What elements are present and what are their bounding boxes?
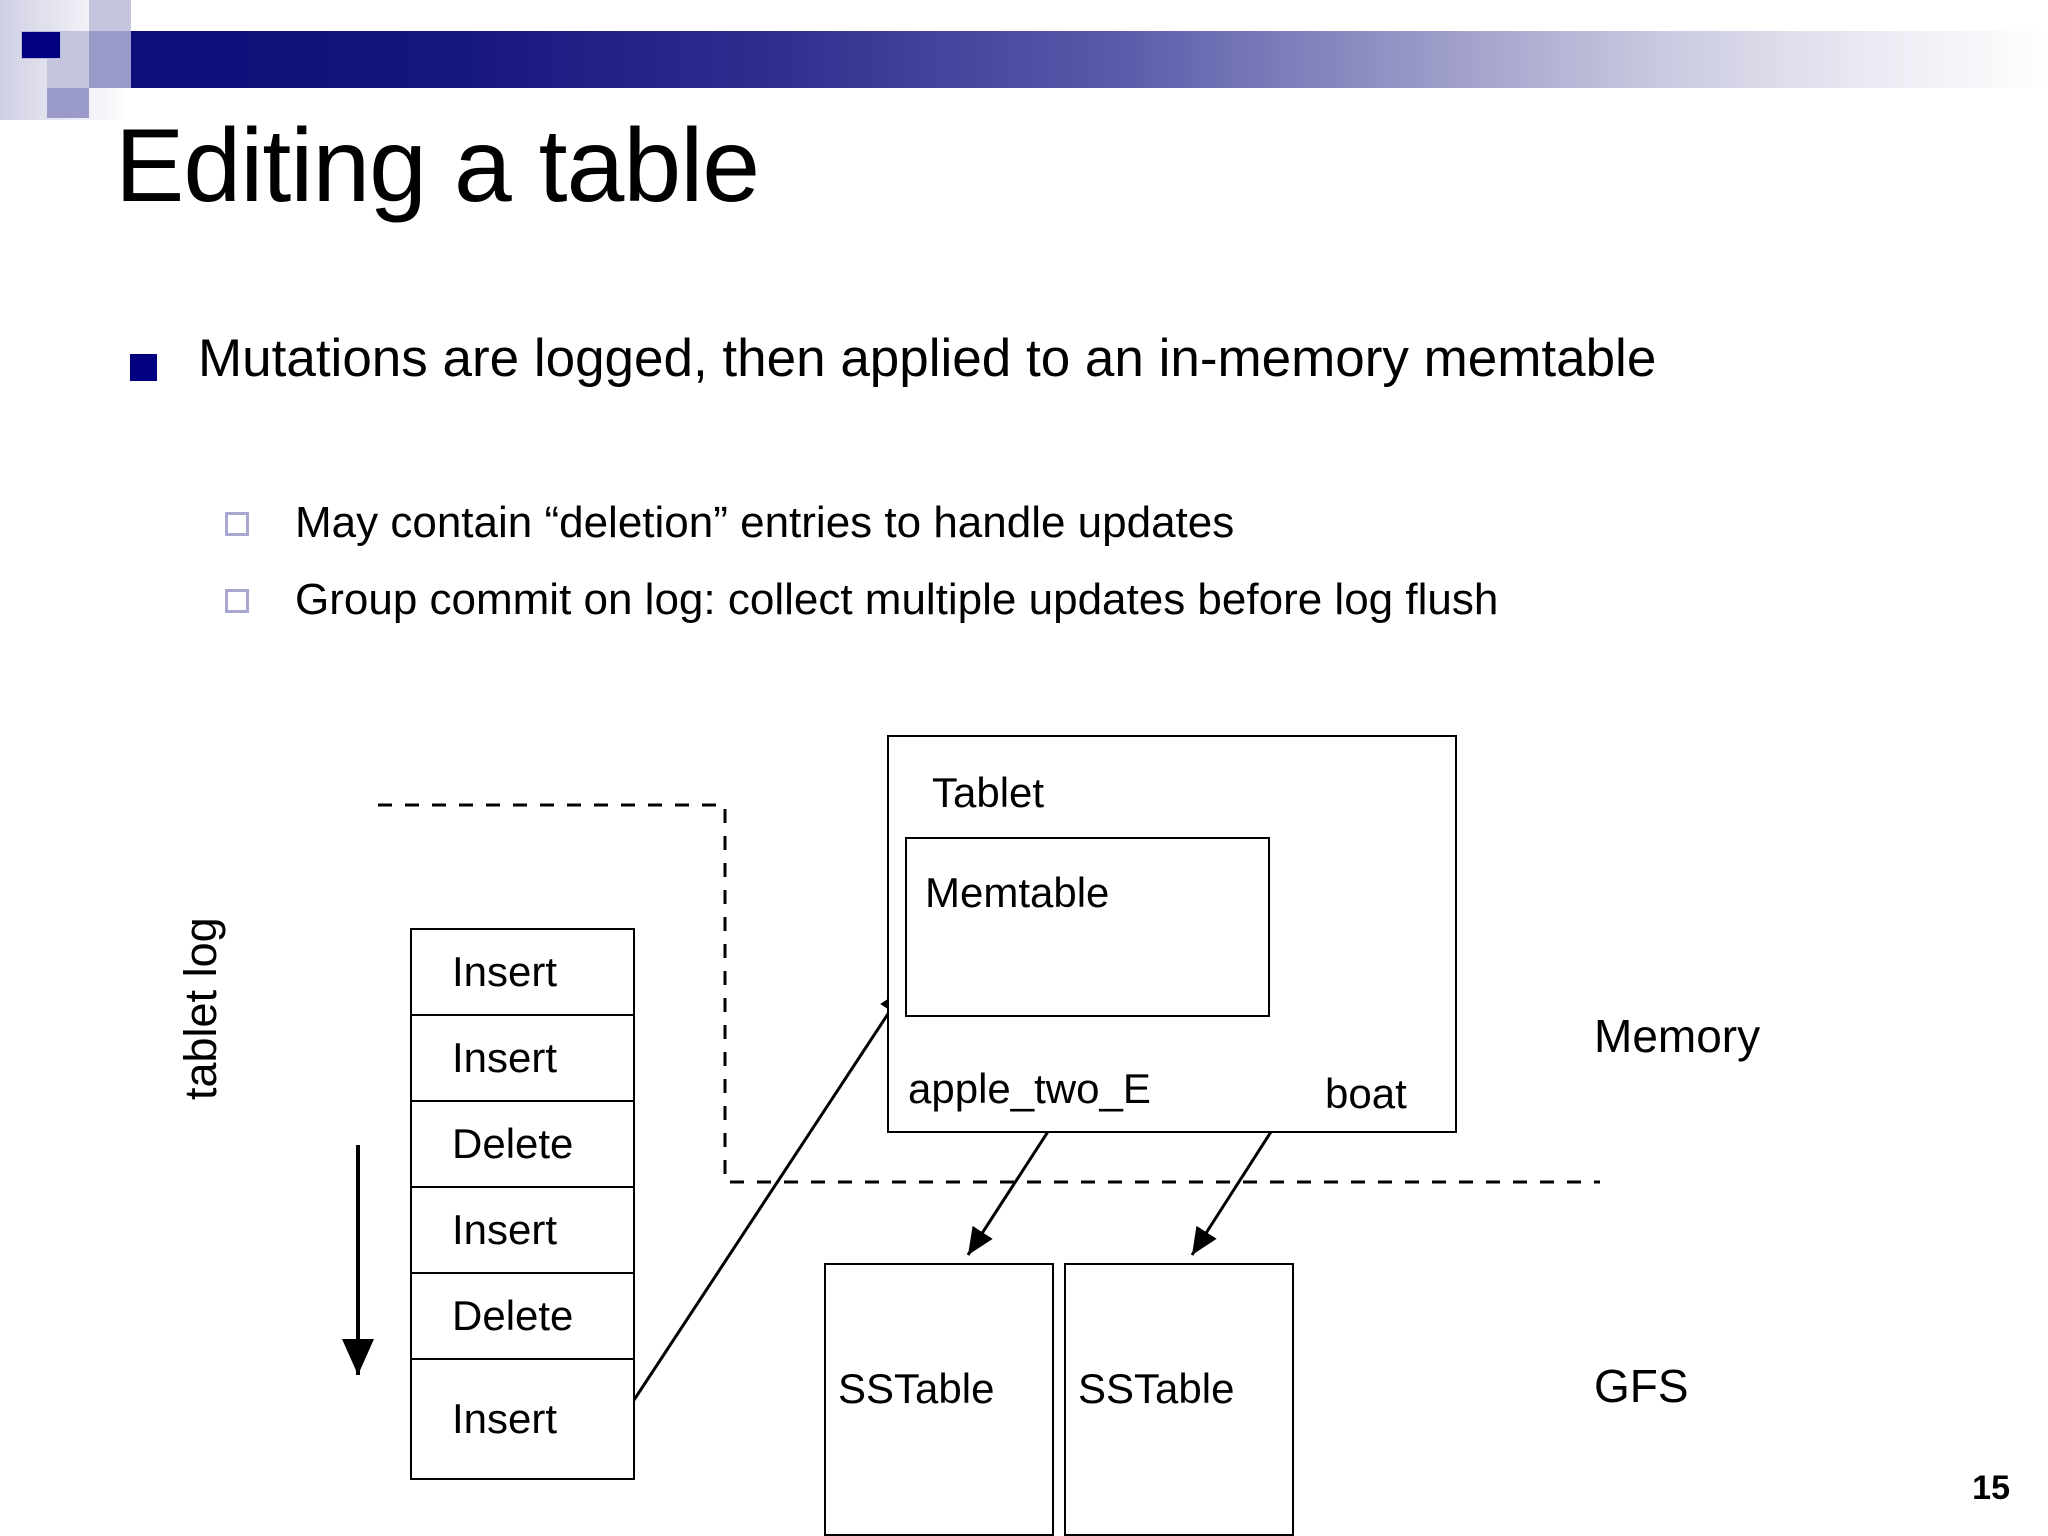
bullet-hollow-square-icon: [225, 512, 249, 536]
log-entry-label: Insert: [452, 1034, 558, 1081]
log-entry-label: Delete: [452, 1292, 574, 1339]
bullet-level2-label: Group commit on log: collect multiple up…: [295, 575, 1499, 624]
sstable-box-1: [824, 1263, 1054, 1536]
deco-square-bottom: [47, 88, 89, 118]
bullet-level2: May contain “deletion” entries to handle…: [225, 498, 1925, 560]
log-entry-label: Insert: [452, 948, 558, 995]
log-entry: Insert: [412, 1188, 633, 1274]
log-entry-label: Insert: [452, 1395, 558, 1442]
deco-square-b: [89, 31, 131, 59]
tablet-log-axis-label: tablet log: [175, 917, 226, 1100]
sstable-key-boat: boat: [1325, 1070, 1407, 1117]
memtable-label: Memtable: [925, 869, 1110, 916]
sstable-label-1: SSTable: [838, 1365, 995, 1412]
page-title: Editing a table: [115, 108, 760, 224]
memory-tier-label: Memory: [1594, 1010, 1761, 1062]
deco-square-c: [47, 59, 89, 88]
log-entry: Insert: [412, 1016, 633, 1102]
log-entry: Delete: [412, 1274, 633, 1360]
tablet-label: Tablet: [932, 769, 1045, 816]
deco-square-navy: [21, 31, 61, 59]
sstable-box-2: [1064, 1263, 1294, 1536]
tablet-log-stack: Insert Insert Delete Insert Delete Inser…: [410, 928, 635, 1480]
bullet-square-icon: [130, 354, 157, 381]
sstable-label-2: SSTable: [1078, 1365, 1235, 1412]
log-entry-label: Insert: [452, 1206, 558, 1253]
memtable-box: [905, 837, 1270, 1017]
bullet-level2: Group commit on log: collect multiple up…: [225, 575, 1925, 637]
deco-square-top: [89, 0, 131, 31]
deco-square-d: [89, 59, 131, 88]
page-number: 15: [1972, 1469, 2010, 1507]
log-entry-label: Delete: [452, 1120, 574, 1167]
bullet-level2-label: May contain “deletion” entries to handle…: [295, 498, 1235, 547]
log-entry: Insert: [412, 930, 633, 1016]
header-gradient-bar: [110, 31, 2048, 88]
gfs-tier-label: GFS: [1594, 1360, 1689, 1412]
log-entry: Insert: [412, 1360, 633, 1478]
bullet-level1-label: Mutations are logged, then applied to an…: [198, 329, 1657, 388]
sstable-key-apple: apple_two_E: [908, 1065, 1151, 1112]
log-entry: Delete: [412, 1102, 633, 1188]
bullet-hollow-square-icon: [225, 589, 249, 613]
header-decoration: [0, 0, 2048, 120]
